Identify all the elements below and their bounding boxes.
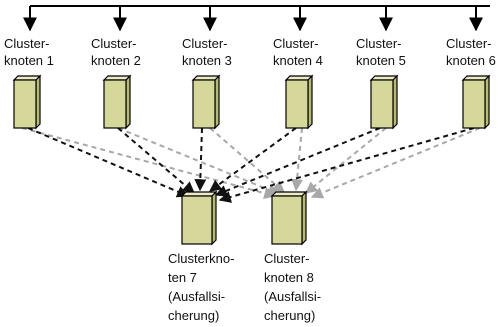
arrow-n3-to-n8 bbox=[209, 127, 285, 193]
node-label-line: Cluster- bbox=[4, 36, 50, 51]
server-side-face bbox=[214, 74, 220, 130]
server-side-face bbox=[211, 190, 217, 246]
node-label-line: knoten 1 bbox=[4, 53, 54, 68]
node-label-8: Cluster- knoten 8 (Ausfallsi- cherung) bbox=[264, 251, 321, 323]
node-label-line: Cluster- bbox=[446, 36, 492, 51]
node-label-7: Clusterkno- ten 7 (Ausfallsi- cherung) bbox=[168, 251, 234, 323]
arrow-n1-to-n7 bbox=[27, 127, 190, 198]
server-node-6 bbox=[461, 74, 491, 130]
server-front-face bbox=[271, 195, 303, 245]
server-front-face bbox=[285, 79, 309, 129]
node-label-3: Cluster- knoten 3 bbox=[182, 36, 232, 68]
server-side-face bbox=[392, 74, 398, 130]
node-label-line: knoten 6 bbox=[446, 53, 496, 68]
arrow-n5-to-n7 bbox=[214, 127, 381, 197]
node-label-line: knoten 5 bbox=[356, 53, 406, 68]
node-label-5: Cluster- knoten 5 bbox=[356, 36, 406, 68]
server-node-7 bbox=[180, 190, 218, 246]
server-front-face bbox=[192, 79, 216, 129]
server-node-4 bbox=[284, 74, 314, 130]
node-label-line: cherung) bbox=[264, 308, 315, 323]
server-front-face bbox=[462, 79, 486, 129]
server-node-5 bbox=[369, 74, 399, 130]
server-node-8 bbox=[270, 190, 308, 246]
server-side-face bbox=[307, 74, 313, 130]
server-front-face bbox=[103, 79, 127, 129]
node-label-line: ten 7 bbox=[168, 270, 197, 285]
node-label-4: Cluster- knoten 4 bbox=[273, 36, 323, 68]
server-node-1 bbox=[12, 74, 42, 130]
arrow-n2-to-n8 bbox=[117, 127, 281, 196]
node-label-line: Cluster- bbox=[264, 251, 310, 266]
node-label-line: Cluster- bbox=[356, 36, 402, 51]
arrow-n1-to-n8 bbox=[21, 127, 277, 199]
server-node-2 bbox=[102, 74, 132, 130]
node-label-line: Cluster- bbox=[182, 36, 228, 51]
arrow-n4-to-n8 bbox=[291, 127, 304, 192]
server-front-face bbox=[370, 79, 394, 129]
node-label-line: Cluster- bbox=[273, 36, 319, 51]
server-node-3 bbox=[191, 74, 221, 130]
node-label-line: knoten 3 bbox=[182, 53, 232, 68]
node-label-line: knoten 2 bbox=[91, 53, 141, 68]
failover-arrows-secondary bbox=[21, 127, 481, 199]
node-label-line: knoten 4 bbox=[273, 53, 323, 68]
node-label-line: cherung) bbox=[168, 308, 219, 323]
node-label-line: knoten 8 bbox=[264, 270, 314, 285]
arrow-n3-to-n7 bbox=[194, 127, 207, 192]
server-side-face bbox=[301, 190, 307, 246]
arrow-n6-to-n8 bbox=[310, 127, 481, 199]
node-label-2: Cluster- knoten 2 bbox=[91, 36, 141, 68]
arrow-n6-to-n7 bbox=[218, 127, 475, 203]
node-label-line: (Ausfallsi- bbox=[264, 289, 321, 304]
distribution-bus bbox=[23, 5, 490, 32]
node-label-line: Clusterkno- bbox=[168, 251, 234, 266]
server-side-face bbox=[484, 74, 490, 130]
node-label-line: Cluster- bbox=[91, 36, 137, 51]
node-label-line: (Ausfallsi- bbox=[168, 289, 225, 304]
server-front-face bbox=[13, 79, 37, 129]
server-top-face bbox=[180, 191, 218, 197]
failover-arrows-primary bbox=[27, 127, 475, 203]
arrow-n2-to-n7 bbox=[117, 127, 195, 194]
node-label-1: Cluster- knoten 1 bbox=[4, 36, 54, 68]
node-label-6: Cluster- knoten 6 bbox=[446, 36, 496, 68]
server-front-face bbox=[181, 195, 213, 245]
arrow-n5-to-n8 bbox=[305, 127, 387, 194]
server-top-face bbox=[270, 191, 308, 197]
